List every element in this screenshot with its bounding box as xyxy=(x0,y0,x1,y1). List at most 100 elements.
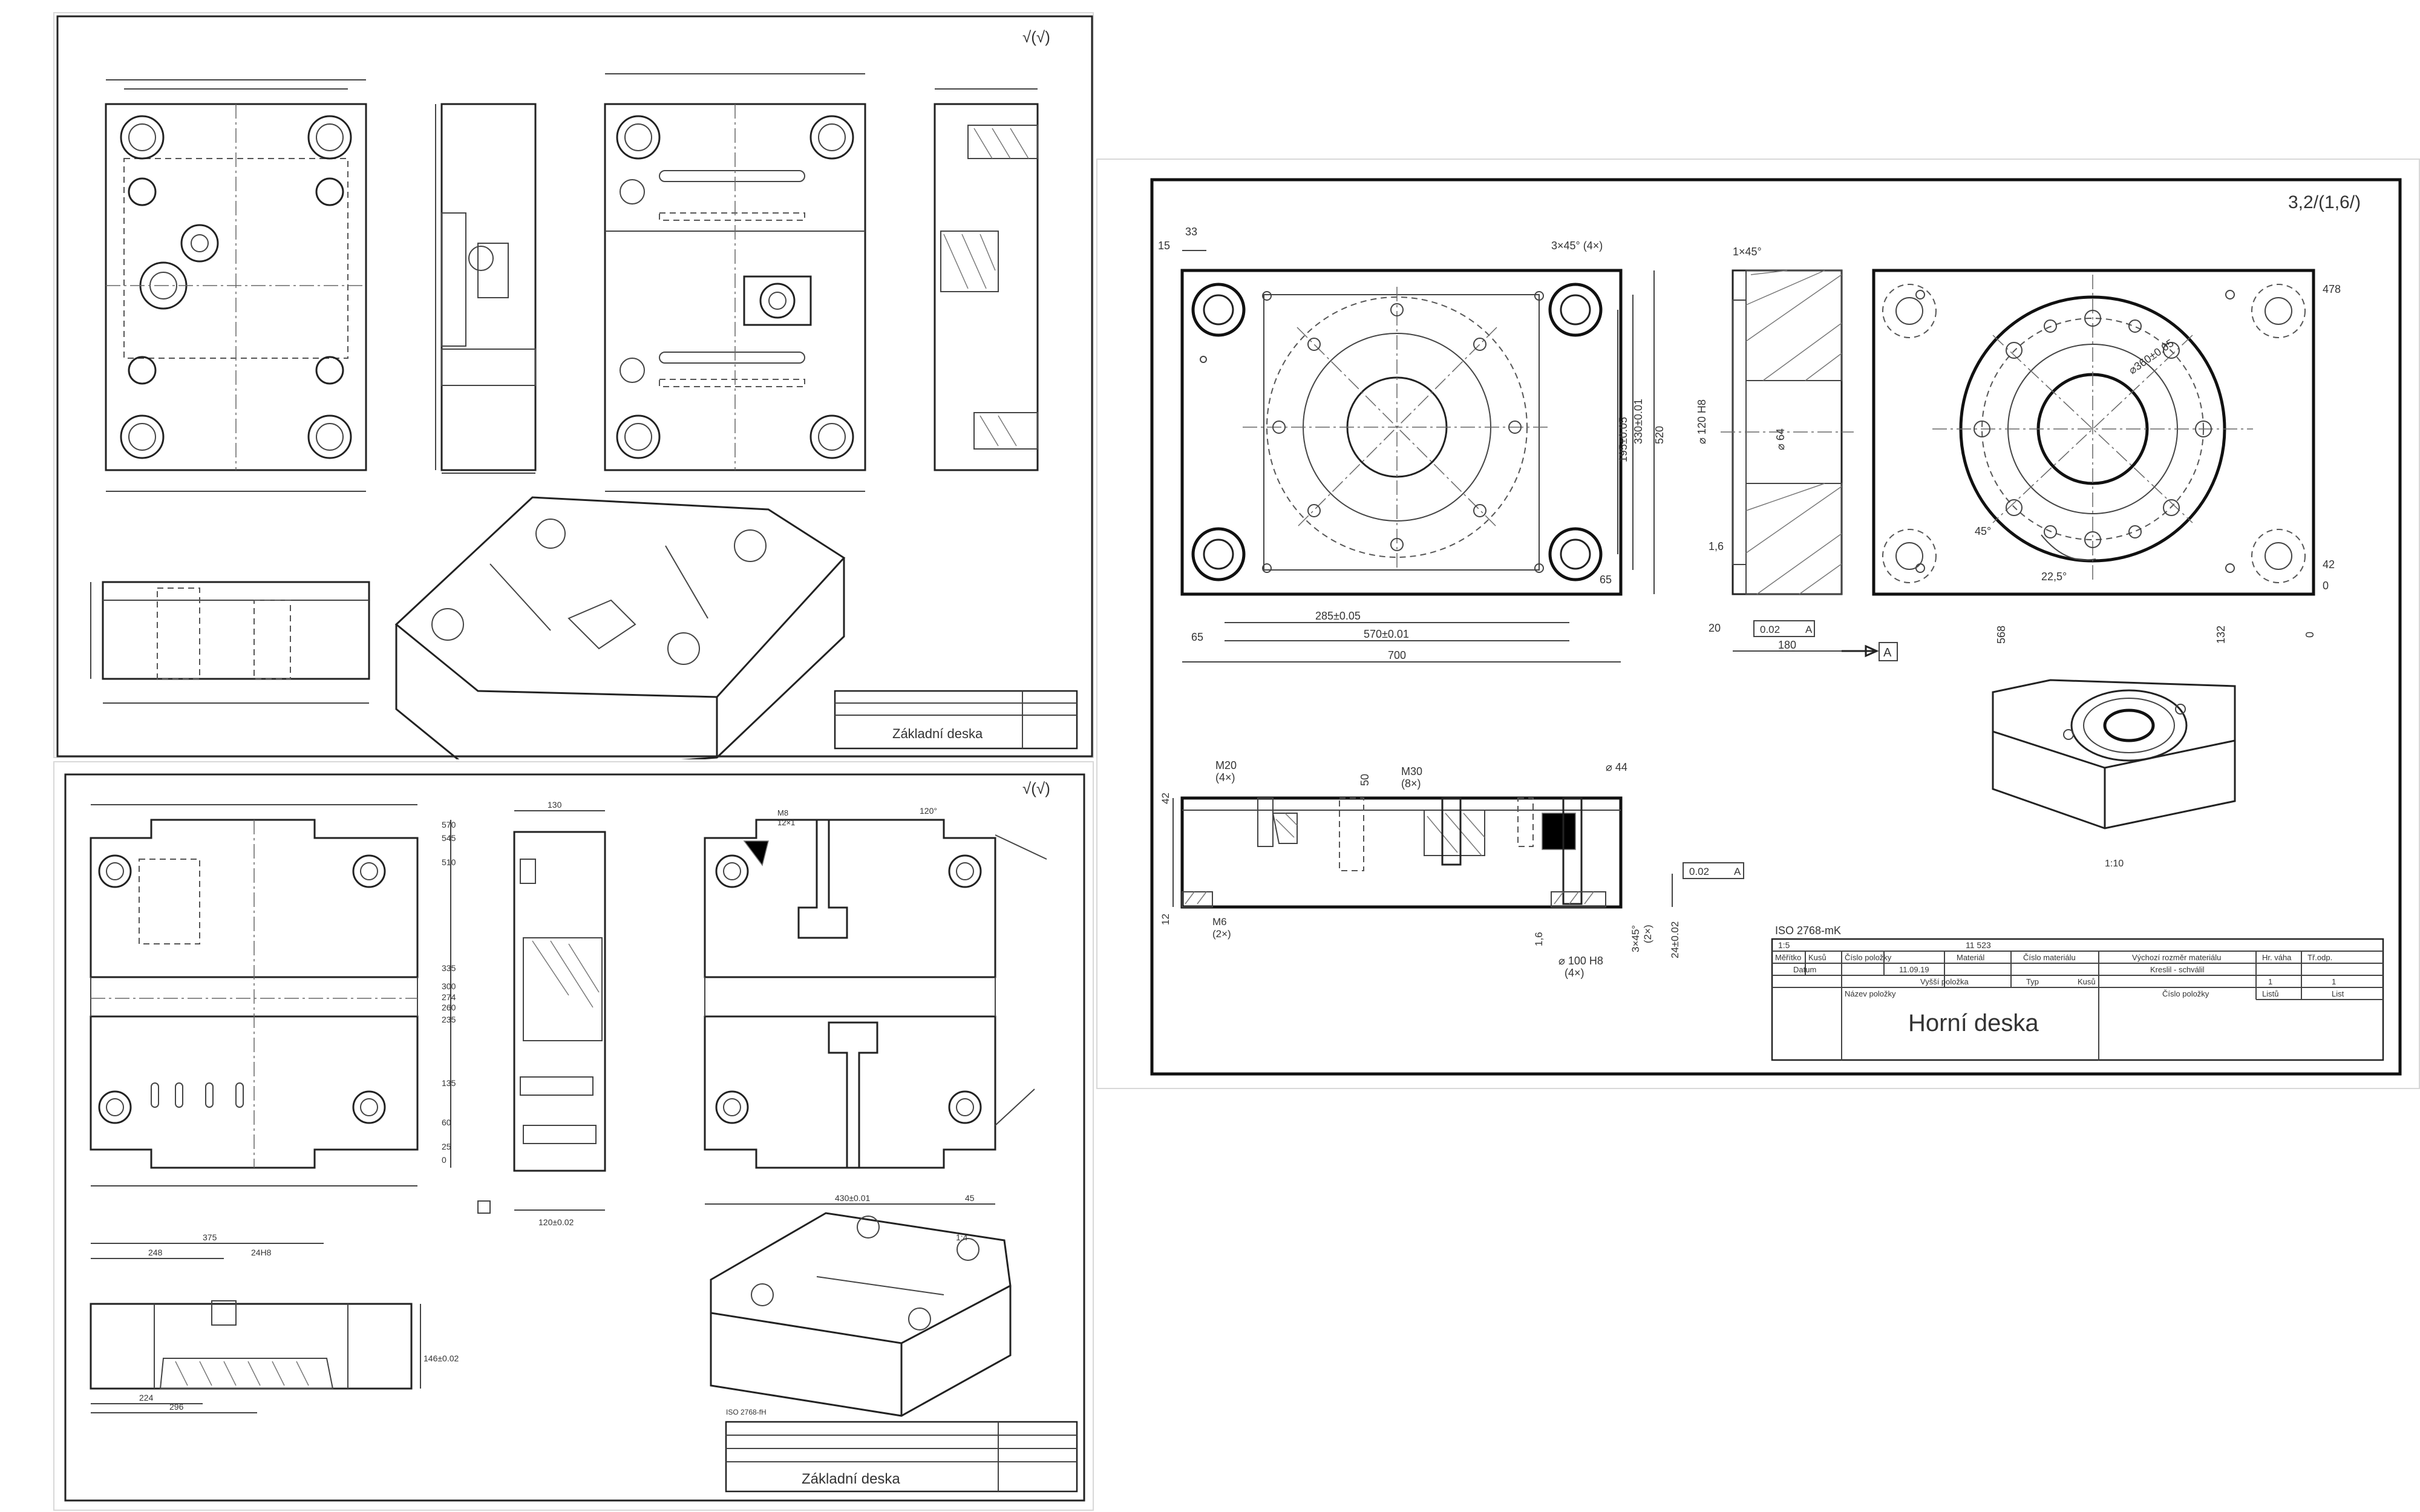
sheet-right: 3,2/(1,6/) 15 33 xyxy=(1096,159,2420,1089)
svg-text:60: 60 xyxy=(442,1118,451,1127)
svg-text:0: 0 xyxy=(2304,632,2316,638)
svg-text:1:4: 1:4 xyxy=(956,1232,968,1242)
svg-text:Vyšší položka: Vyšší položka xyxy=(1920,977,1969,986)
svg-text:120°: 120° xyxy=(920,806,937,816)
svg-text:Listů: Listů xyxy=(2262,989,2278,998)
standard-note: ISO 2768-fH xyxy=(726,1408,767,1416)
title-block-right: 1:5 11 523 Měřítko Kusů Číslo položky Ma… xyxy=(1771,938,2384,1061)
dim-labels-right: 570 545 510 335 300 274 260 235 135 60 2… xyxy=(442,820,456,1165)
title-block-top-left: Základní deska xyxy=(834,690,1078,750)
svg-text:335: 335 xyxy=(442,963,456,973)
side-section-view: ⌀ 120 H8 ⌀ 64 1×45° 1,6 20 180 0.02 A A xyxy=(1696,246,1898,661)
svg-text:M6: M6 xyxy=(1212,916,1227,928)
svg-text:1×45°: 1×45° xyxy=(1733,246,1762,258)
drawing-right: 3,2/(1,6/) 15 33 xyxy=(1150,178,2402,1076)
svg-text:700: 700 xyxy=(1388,649,1406,661)
svg-text:15: 15 xyxy=(1158,240,1170,252)
svg-text:330±0.01: 330±0.01 xyxy=(1632,399,1644,444)
svg-text:285±0.05: 285±0.05 xyxy=(1315,610,1361,622)
svg-text:M8: M8 xyxy=(777,808,788,817)
svg-text:260: 260 xyxy=(442,1003,456,1012)
svg-text:(4×): (4×) xyxy=(1565,967,1584,979)
isometric-view-top-plate: 1:10 xyxy=(1992,679,2236,869)
svg-text:12×1: 12×1 xyxy=(777,818,795,827)
svg-text:42: 42 xyxy=(2323,558,2335,571)
svg-text:12: 12 xyxy=(1160,914,1171,925)
svg-text:568: 568 xyxy=(1995,626,2007,644)
svg-text:Hr. váha: Hr. váha xyxy=(2262,953,2292,962)
svg-text:24±0.02: 24±0.02 xyxy=(1669,921,1681,958)
svg-text:⌀ 120 H8: ⌀ 120 H8 xyxy=(1696,399,1708,444)
svg-text:130: 130 xyxy=(548,800,562,810)
svg-text:3×45° (4×): 3×45° (4×) xyxy=(1551,240,1603,252)
svg-text:120±0.02: 120±0.02 xyxy=(538,1217,574,1227)
drawing-bottom-left: √(√) 570 545 510 335 300 xyxy=(64,773,1085,1502)
datum-a: A xyxy=(1883,646,1892,659)
title-block-bottom-left: Základní deska xyxy=(725,1421,1078,1493)
svg-text:Měřítko: Měřítko xyxy=(1775,953,1801,962)
title-block-title: Horní deska xyxy=(1908,1010,2039,1036)
svg-text:570: 570 xyxy=(442,820,456,830)
svg-text:22,5°: 22,5° xyxy=(2041,571,2067,583)
side-view-section xyxy=(435,103,537,474)
svg-text:510: 510 xyxy=(442,857,456,867)
svg-text:520: 520 xyxy=(1653,426,1666,444)
svg-text:300: 300 xyxy=(442,981,456,991)
svg-text:1:5: 1:5 xyxy=(1778,940,1790,950)
svg-text:3×45°: 3×45° xyxy=(1630,925,1641,952)
svg-text:Výchozí rozměr materiálu: Výchozí rozměr materiálu xyxy=(2132,953,2221,962)
svg-text:Datum: Datum xyxy=(1793,965,1816,974)
svg-text:M20: M20 xyxy=(1215,759,1237,771)
svg-text:545: 545 xyxy=(442,833,456,843)
front-view-base: 430±0.01 45 120° M8 12×1 xyxy=(704,806,1047,1205)
svg-text:570±0.01: 570±0.01 xyxy=(1364,628,1409,640)
drawing-top-left: √(√) xyxy=(56,15,1093,759)
svg-text:24H8: 24H8 xyxy=(251,1248,272,1257)
back-view-bolt-circle: 22,5° 45° ⌀360±0.05 478 42 0 568 132 0 xyxy=(1872,269,2341,644)
side-view-base: 130 120±0.02 xyxy=(477,800,606,1227)
svg-text:⌀ 44: ⌀ 44 xyxy=(1606,761,1627,773)
top-view-plate xyxy=(105,79,367,492)
svg-text:235: 235 xyxy=(442,1015,456,1024)
svg-text:(8×): (8×) xyxy=(1401,777,1421,790)
front-view-plate xyxy=(604,73,866,492)
svg-text:132: 132 xyxy=(2215,626,2227,644)
svg-text:0.02: 0.02 xyxy=(1760,624,1780,635)
svg-text:65: 65 xyxy=(1191,631,1203,643)
svg-text:⌀ 64: ⌀ 64 xyxy=(1774,428,1787,450)
svg-text:Číslo položky: Číslo položky xyxy=(2162,989,2209,998)
svg-text:(2×): (2×) xyxy=(1642,925,1653,943)
svg-text:Kusů: Kusů xyxy=(2078,977,2096,986)
svg-text:Číslo položky: Číslo položky xyxy=(1845,953,1892,962)
svg-text:195±0.05: 195±0.05 xyxy=(1617,417,1629,462)
svg-text:1: 1 xyxy=(2268,977,2272,986)
svg-text:A: A xyxy=(1805,624,1813,635)
svg-text:11.09.19: 11.09.19 xyxy=(1899,965,1929,974)
svg-text:25: 25 xyxy=(442,1142,451,1151)
svg-text:1,6: 1,6 xyxy=(1709,540,1724,552)
svg-text:45°: 45° xyxy=(1975,525,1991,537)
top-view-base xyxy=(90,804,451,1186)
svg-text:180: 180 xyxy=(1778,639,1796,651)
lower-section-view xyxy=(90,581,370,704)
svg-text:1:10: 1:10 xyxy=(2105,859,2124,869)
svg-text:0.02: 0.02 xyxy=(1689,866,1709,877)
svg-text:List: List xyxy=(2332,989,2344,998)
svg-text:Tř.odp.: Tř.odp. xyxy=(2307,953,2332,962)
svg-text:M30: M30 xyxy=(1401,765,1422,777)
svg-text:478: 478 xyxy=(2323,283,2341,295)
svg-text:20: 20 xyxy=(1709,622,1721,634)
roughness-symbol: 3,2/(1,6/) xyxy=(2288,192,2361,212)
svg-text:11 523: 11 523 xyxy=(1966,940,1991,950)
svg-text:Kreslil - schválil: Kreslil - schválil xyxy=(2150,965,2205,974)
svg-text:296: 296 xyxy=(169,1402,184,1412)
isometric-view xyxy=(394,496,846,759)
bottom-section-view: 42 12 M20 (4×) M30 (8×) 50 ⌀ 44 M6 (2×) … xyxy=(1160,759,1744,979)
svg-text:A: A xyxy=(1734,866,1741,877)
svg-text:45: 45 xyxy=(965,1193,975,1203)
svg-text:Kusů: Kusů xyxy=(1808,953,1826,962)
lower-section-base: 375 248 24H8 224 296 146±0.02 xyxy=(90,1232,459,1413)
svg-text:430±0.01: 430±0.01 xyxy=(835,1193,871,1203)
front-view-dimensions: 15 33 3×45° (4×) 520 330±0.01 195±0.05 6… xyxy=(1158,226,1666,663)
title-block-title: Základní deska xyxy=(892,726,983,741)
